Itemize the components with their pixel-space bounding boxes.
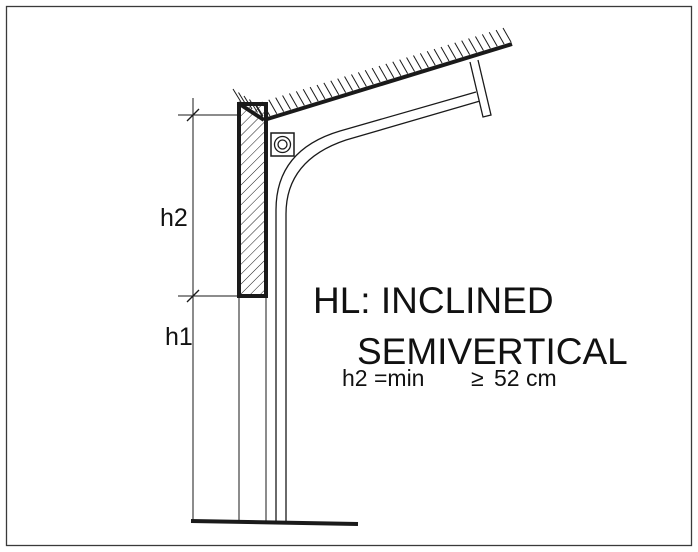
ceiling-hatch-stroke — [468, 38, 477, 53]
ceiling-hatch-stroke — [295, 91, 305, 106]
ceiling-hatch-stroke — [351, 74, 360, 89]
ceiling-hatch-stroke — [392, 61, 402, 77]
ceiling-hatch-stroke — [316, 84, 326, 100]
ceiling-hatch-stroke — [406, 57, 415, 72]
ceiling-hatch-stroke — [357, 72, 367, 87]
ceiling-hatch-stroke — [475, 36, 484, 51]
ceiling-hatch-stroke — [289, 93, 298, 108]
ceiling-hatch-stroke — [433, 48, 443, 64]
ceiling-hatch-stroke — [344, 76, 353, 91]
wall-top-hatch-stroke — [232, 88, 242, 103]
dimension-tick-mid — [186, 289, 200, 303]
shaft-inner-circle — [277, 139, 288, 150]
door-track-outer — [275, 91, 477, 522]
ceiling-hatch-stroke — [309, 86, 319, 102]
drawing-frame — [5, 5, 693, 547]
ceiling-hatch-stroke — [488, 31, 498, 47]
ceiling-hatch-stroke — [385, 63, 395, 79]
ceiling-hatch-stroke — [413, 55, 422, 70]
formula-symbol: ≥ — [471, 365, 484, 391]
ceiling-hatch-stroke — [282, 95, 291, 110]
ceiling-hatch-stroke — [495, 29, 505, 45]
formula-value: 52 cm — [494, 365, 557, 391]
formula-prefix: h2 =min — [342, 365, 431, 391]
ceiling-hatch-stroke — [447, 44, 457, 60]
ceiling-bracket — [469, 59, 492, 118]
h1-label: h1 — [165, 323, 193, 351]
ceiling-hatch-stroke — [268, 99, 278, 115]
dimension-tick-top — [186, 108, 200, 122]
ceiling-hatch-stroke — [399, 59, 409, 74]
ceiling-hatch-stroke — [337, 78, 347, 93]
ceiling-hatch-stroke — [378, 65, 388, 81]
ceiling-hatch-stroke — [426, 50, 436, 66]
ceiling-hatch-stroke — [330, 80, 340, 96]
ceiling-hatch-stroke — [502, 27, 512, 43]
title-line-2: SEMIVERTICAL — [357, 331, 628, 372]
ceiling-hatch-stroke — [481, 34, 491, 49]
ceiling-hatch-stroke — [323, 82, 333, 98]
floor-line — [190, 519, 359, 526]
ceiling-hatch-stroke — [302, 88, 312, 104]
shaft-outer-circle — [273, 135, 292, 154]
ceiling-hatch-stroke — [364, 69, 374, 85]
ceiling-hatch-stroke — [454, 42, 464, 58]
h2-label: h2 — [160, 204, 188, 232]
door-track-inner — [285, 100, 481, 522]
ceiling-hatch-stroke — [275, 97, 285, 112]
ceiling-hatch-stroke — [461, 40, 471, 55]
ceiling-hatch-stroke — [371, 67, 381, 83]
lintel-wall — [237, 102, 268, 298]
inclined-ceiling-line — [263, 42, 513, 122]
ceiling-hatching — [254, 27, 512, 119]
title-line-1: HL: INCLINED — [313, 280, 554, 321]
ceiling-hatch-stroke — [440, 46, 450, 62]
ceiling-hatch-stroke — [419, 53, 429, 68]
